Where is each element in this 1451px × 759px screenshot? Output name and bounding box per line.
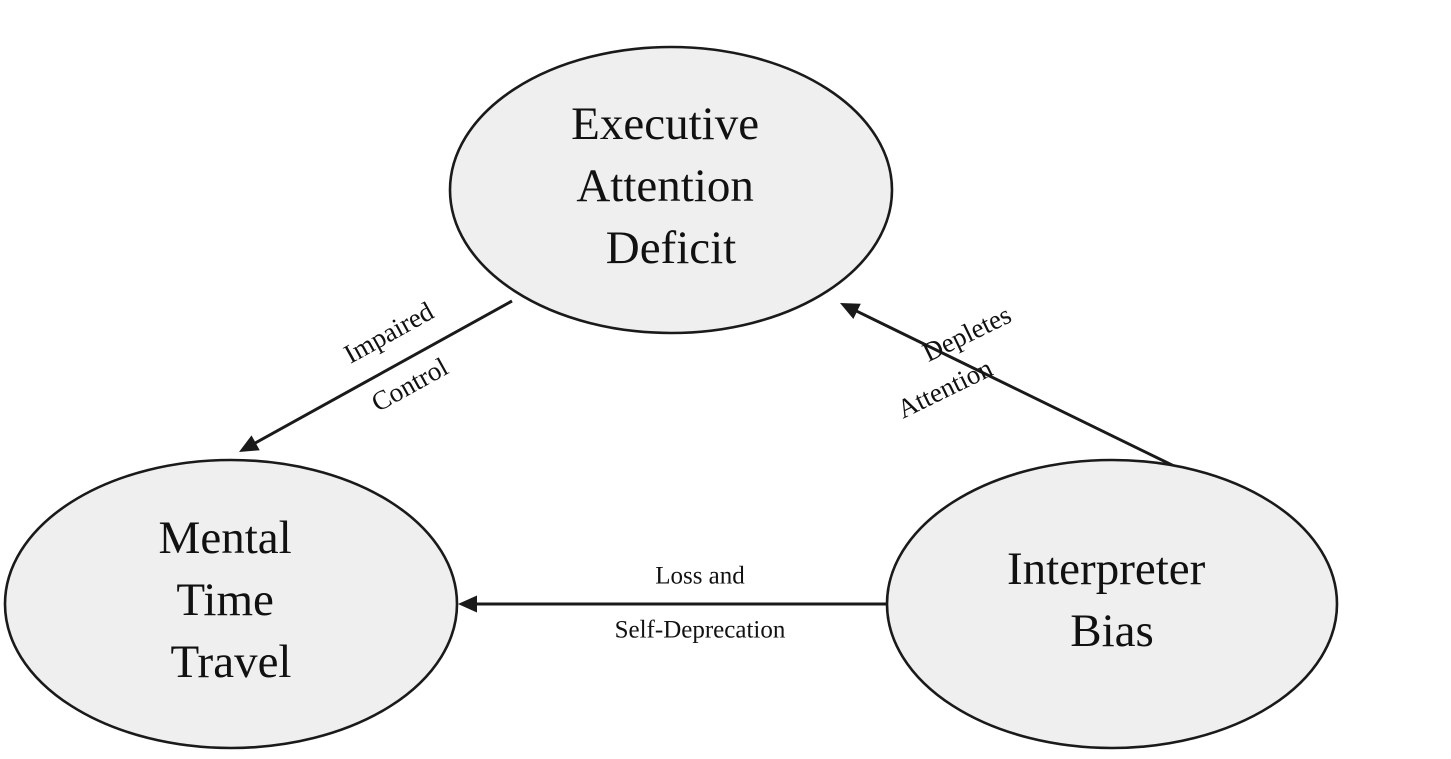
arrowhead-impaired-control — [239, 435, 260, 452]
node-label-line: Attention — [576, 160, 754, 212]
node-label-mental-time-travel: Mental Time Travel — [159, 512, 304, 688]
node-ellipse-interpreter-bias[interactable] — [885, 458, 1339, 750]
edge-interpreter-bias-to-time-travel: Loss and Self-Deprecation — [458, 563, 888, 644]
node-label-line: Travel — [171, 636, 292, 688]
edge-label-impaired: Impaired — [339, 296, 439, 370]
node-label-line: Time — [176, 574, 274, 626]
node-mental-time-travel[interactable]: Mental Time Travel — [3, 458, 459, 750]
node-ellipse-executive-attention-deficit[interactable] — [448, 45, 894, 335]
edge-label-attention: Attention — [892, 352, 997, 424]
edge-line-depletes-attention — [848, 306, 1175, 468]
edge-line-impaired-control — [247, 299, 513, 449]
edge-label-depletes: Depletes — [918, 299, 1016, 367]
edge-deficit-to-time-travel: Impaired Control — [239, 296, 513, 452]
edge-label-loss-and: Loss and — [655, 563, 745, 590]
node-label-line: Mental — [159, 512, 292, 564]
node-label-line: Bias — [1070, 605, 1154, 657]
edge-label-control: Control — [366, 351, 453, 417]
node-ellipse-mental-time-travel[interactable] — [3, 458, 459, 750]
node-executive-attention-deficit[interactable]: Executive Attention Deficit — [448, 45, 894, 335]
edge-label-self-deprecation: Self-Deprecation — [615, 617, 786, 644]
node-label-interpreter-bias: Interpreter Bias — [1007, 543, 1217, 657]
node-label-line: Executive — [571, 98, 759, 150]
node-interpreter-bias[interactable]: Interpreter Bias — [885, 458, 1339, 750]
arrowhead-loss-self-deprecation — [458, 595, 477, 613]
node-label-line: Deficit — [606, 222, 737, 274]
arrowhead-depletes-attention — [840, 303, 861, 319]
node-label-line: Interpreter — [1007, 543, 1206, 595]
node-label-executive-attention-deficit: Executive Attention Deficit — [571, 98, 771, 274]
edge-interpreter-bias-to-deficit: Depletes Attention — [840, 299, 1175, 468]
